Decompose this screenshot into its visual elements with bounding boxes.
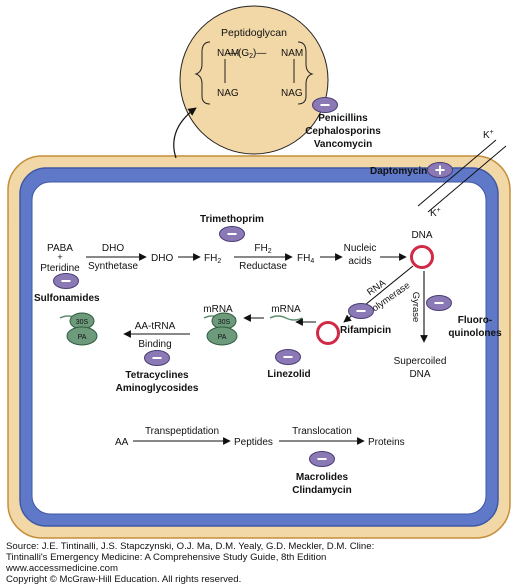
dho-synthetase-top: DHO — [102, 243, 124, 254]
proteins-label: Proteins — [368, 437, 405, 448]
gyrase-label: Gyrase — [410, 292, 421, 323]
transpeptidation-label: Transpeptidation — [145, 426, 219, 437]
g2-linker: —(G2)— — [228, 48, 266, 60]
ribosome-30s-left-label: 30S — [76, 319, 89, 326]
drug-linezolid: Linezolid — [267, 369, 310, 380]
dho-synthetase-bottom: Synthetase — [88, 261, 138, 272]
inhibitor-icon — [426, 295, 452, 311]
pteridine-label: Pteridine — [40, 263, 80, 274]
aa-trna-top: AA-tRNA — [135, 321, 176, 332]
inhibitor-icon — [309, 451, 335, 467]
supercoiled-top: Supercoiled — [394, 356, 447, 367]
aa-label: AA — [115, 437, 129, 448]
inhibitor-icon — [312, 97, 338, 113]
peptidoglycan-title: Peptidoglycan — [221, 27, 287, 39]
copyright: Copyright © McGraw-Hill Education. All r… — [6, 574, 242, 585]
ribosome-30s-right-label: 30S — [218, 319, 231, 326]
ribosome-pa-right-label: PA — [218, 334, 227, 341]
nucleic-acids-bottom: acids — [348, 256, 371, 267]
inhibitor-icon — [219, 226, 245, 242]
nag-right: NAG — [281, 88, 303, 99]
paba-label: PABA — [47, 243, 73, 254]
translocation-label: Translocation — [292, 426, 352, 437]
nag-left: NAG — [217, 88, 239, 99]
drug-daptomycin: Daptomycin — [370, 166, 427, 177]
fh2-reductase-bottom: Reductase — [239, 261, 287, 272]
source-line-1: Source: J.E. Tintinalli, J.S. Stapczynsk… — [6, 541, 375, 552]
drug-vancomycin: Vancomycin — [314, 139, 372, 150]
dho-label: DHO — [151, 253, 173, 264]
drug-rifampicin: Rifampicin — [340, 325, 391, 336]
brace-right — [297, 41, 314, 105]
source-line-2: Tintinalli's Emergency Medicine: A Compr… — [6, 552, 327, 563]
dna-ring-icon — [410, 245, 434, 269]
drug-penicillins: Penicillins — [318, 113, 368, 124]
fh2-reductase-top: FH2 — [254, 243, 271, 255]
fh2-label: FH2 — [204, 253, 221, 265]
peptides-label: Peptides — [234, 437, 273, 448]
channel-line-1 — [417, 139, 497, 207]
cytoplasm — [31, 181, 487, 515]
inhibitor-icon — [348, 303, 374, 319]
drug-clindamycin: Clindamycin — [292, 485, 351, 496]
brace-left — [194, 41, 211, 105]
inhibitor-icon — [53, 273, 79, 289]
drug-fluoroquinolones-top: Fluoro- — [458, 315, 492, 326]
dna-label: DNA — [411, 230, 432, 241]
inhibitor-icon — [275, 349, 301, 365]
nam-right: NAM — [281, 48, 303, 59]
k-ion-outside: K+ — [483, 129, 494, 141]
mrna-label-right: mRNA — [271, 304, 301, 315]
inhibitor-icon — [144, 350, 170, 366]
arrow-to-peptidoglycan — [173, 107, 197, 159]
drug-trimethoprim: Trimethoprim — [200, 214, 264, 225]
fh4-label: FH4 — [297, 253, 314, 265]
mrna-label-left: mRNA — [203, 304, 233, 315]
rna-ring-icon — [316, 321, 340, 345]
drug-macrolides: Macrolides — [296, 472, 349, 483]
ribosome-pa-left-label: PA — [78, 334, 87, 341]
drug-sulfonamides: Sulfonamides — [34, 293, 100, 304]
source-url[interactable]: www.accessmedicine.com — [6, 563, 118, 574]
channel-line-2 — [427, 145, 507, 213]
drug-cephalosporins: Cephalosporins — [305, 126, 381, 137]
drug-aminoglycosides: Aminoglycosides — [116, 383, 199, 394]
nucleic-acids-top: Nucleic — [344, 243, 377, 254]
paba-plus: + — [57, 252, 62, 262]
supercoiled-bottom: DNA — [409, 369, 430, 380]
peptidoglycan-circle — [179, 5, 329, 155]
k-ion-inside: K+ — [430, 207, 441, 219]
drug-fluoroquinolones-bottom: quinolones — [448, 328, 502, 339]
drug-tetracyclines: Tetracyclines — [125, 370, 189, 381]
ribosome-pa-left — [66, 326, 98, 346]
ribosome-pa-right — [206, 326, 238, 346]
plus-v — [439, 165, 441, 175]
aa-trna-bottom: Binding — [138, 339, 171, 350]
nam-left: NAM — [217, 48, 239, 59]
